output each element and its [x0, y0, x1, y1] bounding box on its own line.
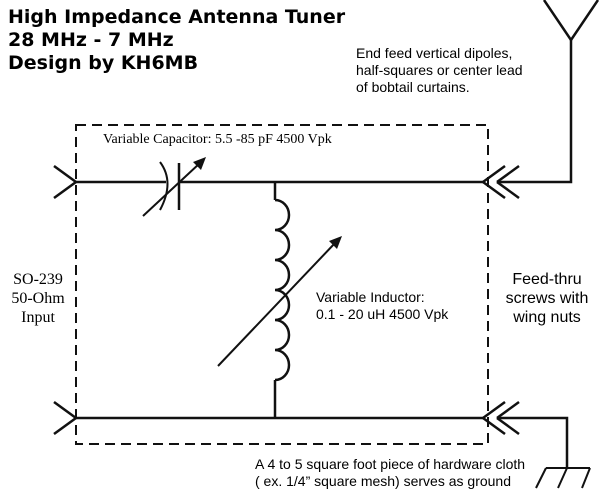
label-line: Input — [21, 309, 55, 326]
inductor-label: Variable Inductor: 0.1 - 20 uH 4500 Vpk — [316, 289, 448, 323]
note-line: ( ex. 1/4” square mesh) serves as ground — [255, 473, 512, 489]
enclosure-dashed-box — [75, 124, 489, 445]
input-connector-bottom — [53, 400, 77, 436]
ground-note: A 4 to 5 square foot piece of hardware c… — [255, 456, 525, 490]
output-label: Feed-thru screws with wing nuts — [493, 270, 601, 327]
capacitor-label: Variable Capacitor: 5.5 -85 pF 4500 Vpk — [103, 132, 332, 147]
note-line: A 4 to 5 square foot piece of hardware c… — [255, 456, 526, 472]
label-line: Variable Inductor: — [316, 289, 425, 305]
label-line: screws with — [505, 290, 589, 307]
note-line: half-squares or center lead — [356, 62, 523, 78]
label-line: Feed-thru — [512, 271, 582, 288]
input-connector-top — [53, 164, 77, 200]
variable-capacitor-icon — [142, 157, 206, 217]
variable-inductor-icon — [217, 182, 342, 418]
label-line: wing nuts — [513, 309, 581, 326]
output-connector-bottom — [482, 400, 569, 468]
title-line: High Impedance Antenna Tuner — [8, 6, 346, 28]
note-line: End feed vertical dipoles, — [356, 45, 513, 61]
title-line: Design by KH6MB — [8, 52, 199, 74]
title-line: 28 MHz - 7 MHz — [8, 29, 174, 51]
note-line: of bobtail curtains. — [356, 79, 470, 95]
diagram-title: High Impedance Antenna Tuner 28 MHz - 7 … — [8, 6, 345, 75]
antenna-icon — [542, 0, 600, 43]
antenna-note: End feed vertical dipoles, half-squares … — [356, 45, 523, 96]
output-connector-top — [482, 40, 573, 200]
label-line: 50-Ohm — [11, 290, 65, 307]
label-line: SO-239 — [13, 271, 63, 288]
label-line: 0.1 - 20 uH 4500 Vpk — [316, 306, 449, 322]
ground-icon — [535, 467, 591, 489]
input-label: SO-239 50-Ohm Input — [6, 270, 70, 327]
